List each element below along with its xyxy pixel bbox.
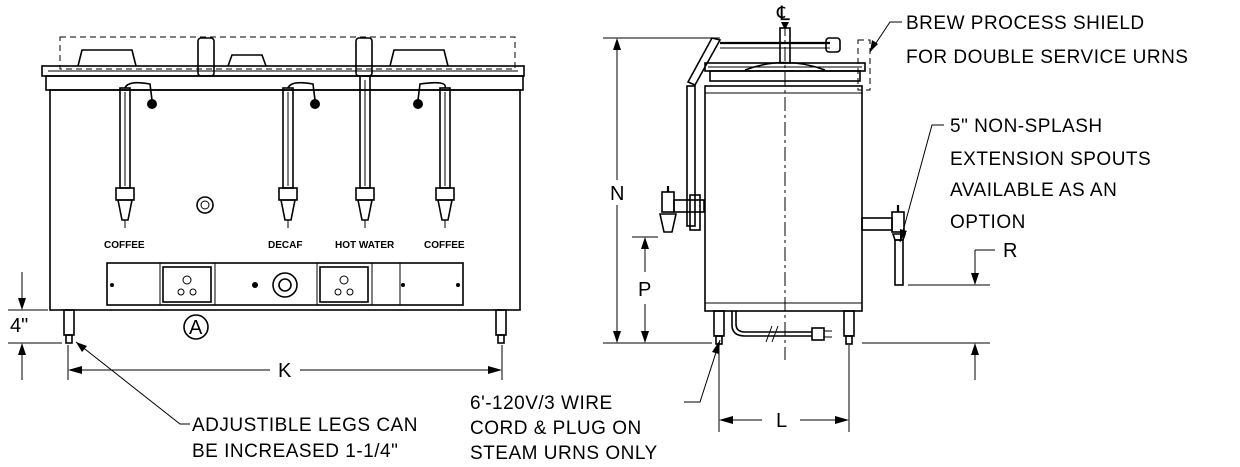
brew-shield-outline xyxy=(59,36,516,70)
power-cord xyxy=(731,311,812,337)
faucet-coffee-left xyxy=(115,81,157,228)
note-spouts-line4: OPTION xyxy=(950,212,1026,233)
faucet-coffee-right xyxy=(413,81,455,228)
dim-p: P xyxy=(638,279,651,301)
faucet-decaf xyxy=(278,81,320,228)
note-legs-line2: BE INCREASED 1-1/4" xyxy=(192,441,398,462)
lid-handle-center xyxy=(227,54,267,67)
label-coffee-right: COFFEE xyxy=(424,240,465,251)
gauge-clamp-left xyxy=(197,37,215,77)
note-cord-line1: 6'-120V/3 WIRE xyxy=(470,393,613,414)
front-view: COFFEE DECAF HOT WATER COFFEE A 4" K ADJ… xyxy=(8,36,525,462)
lid-handle-right xyxy=(389,49,449,67)
side-handle xyxy=(686,37,722,87)
side-body xyxy=(704,85,863,312)
note-spouts-line3: AVAILABLE AS AN xyxy=(950,180,1117,201)
switch-plate-right xyxy=(319,266,369,303)
side-leg-left xyxy=(713,310,725,337)
dim-4in: 4" xyxy=(10,315,28,337)
pilot-light-icon xyxy=(196,196,214,214)
label-coffee-left: COFFEE xyxy=(104,240,145,251)
label-decaf: DECAF xyxy=(268,240,302,251)
leg-right xyxy=(495,309,507,336)
faucet-hot-water xyxy=(355,75,375,228)
side-view: ℄ xyxy=(470,3,1188,464)
dim-l: L xyxy=(776,410,787,432)
thermostat-knob-icon xyxy=(272,272,298,298)
note-cord-line2: CORD & PLUG ON xyxy=(470,418,642,439)
note-cord-line3: STEAM URNS ONLY xyxy=(470,443,658,464)
note-spouts-line2: EXTENSION SPOUTS xyxy=(950,149,1151,170)
extension-spout xyxy=(894,239,904,286)
urn-body xyxy=(49,89,521,311)
side-brew-shield xyxy=(857,39,871,91)
dim-n: N xyxy=(610,183,624,205)
side-faucet-right xyxy=(861,205,907,286)
leg-left xyxy=(63,309,75,336)
side-leg-right xyxy=(843,310,855,337)
control-panel xyxy=(106,262,464,306)
callout-a-label: A xyxy=(189,317,203,339)
lid-handle-left xyxy=(77,49,137,67)
callout-a-circle xyxy=(183,314,209,340)
switch-plate-left xyxy=(162,266,212,303)
power-plug-icon xyxy=(811,327,825,341)
note-shield-line2: FOR DOUBLE SERVICE URNS xyxy=(906,47,1188,68)
note-legs-line1: ADJUSTIBLE LEGS CAN xyxy=(192,415,418,436)
label-hot-water: HOT WATER xyxy=(335,240,395,251)
centerline-symbol: ℄ xyxy=(776,3,790,25)
dim-r: R xyxy=(1003,240,1017,262)
note-shield-line1: BREW PROCESS SHIELD xyxy=(906,13,1145,34)
dim-k: K xyxy=(278,360,292,382)
gauge-clamp-right xyxy=(355,37,373,77)
side-faucet-left xyxy=(659,186,705,233)
note-spouts-line1: 5" NON-SPLASH xyxy=(950,116,1103,137)
